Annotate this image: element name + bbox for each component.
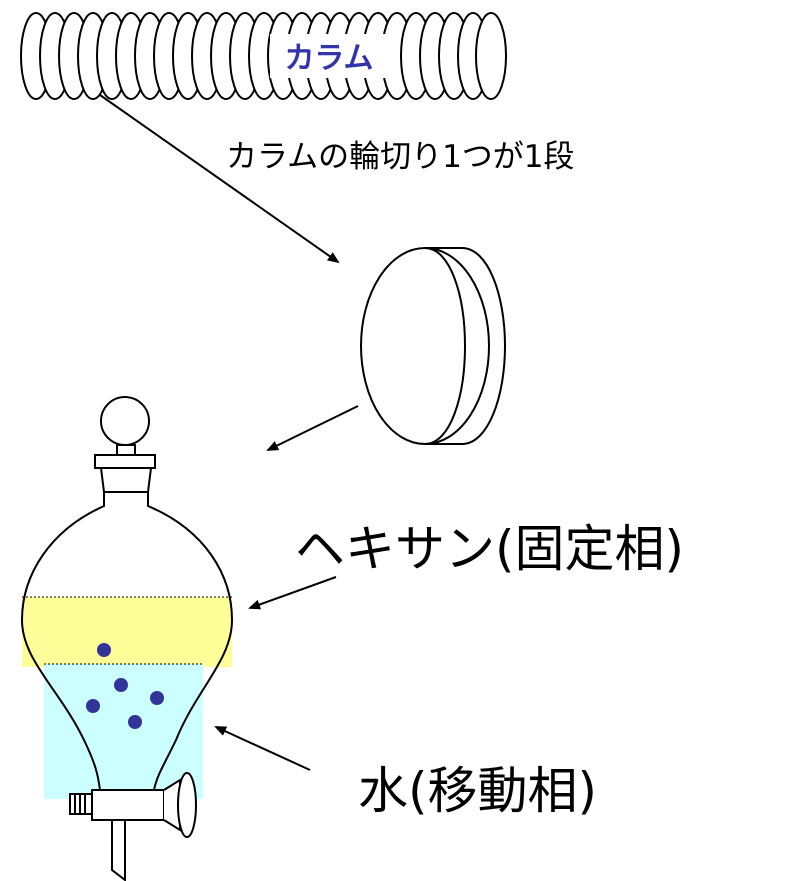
stationary-phase-label: ヘキサン(固定相) — [295, 520, 684, 578]
funnel-body — [20, 492, 234, 791]
column-end-right — [475, 12, 507, 100]
column-label-box — [270, 34, 388, 78]
solute-molecules — [86, 643, 164, 729]
arrow-to-stationary-phase — [248, 576, 337, 610]
arrow-column-to-slice — [99, 94, 340, 264]
column-label: カラム — [284, 41, 373, 76]
drain-stem — [111, 820, 126, 881]
column-tube — [20, 12, 507, 100]
stopcock-barrel — [91, 789, 165, 821]
solute-dot — [150, 691, 164, 705]
solute-dot — [128, 715, 142, 729]
separatory-funnel — [20, 396, 234, 881]
stopper-knob — [100, 396, 150, 446]
funnel-neck — [100, 467, 152, 493]
plate-caption: カラムの輪切り1つが1段 — [226, 139, 575, 175]
solute-dot — [97, 643, 111, 657]
stopper-cap — [94, 454, 156, 469]
arrow-to-mobile-phase — [214, 726, 311, 771]
stopper-neck — [116, 444, 136, 456]
stationary-phase-band — [22, 597, 232, 667]
mobile-phase-label: 水(移動相) — [358, 762, 597, 820]
solute-dot — [114, 678, 128, 692]
arrow-slice-to-funnel — [266, 405, 359, 451]
solute-dot — [86, 699, 100, 713]
column-slice-disk — [360, 247, 507, 445]
